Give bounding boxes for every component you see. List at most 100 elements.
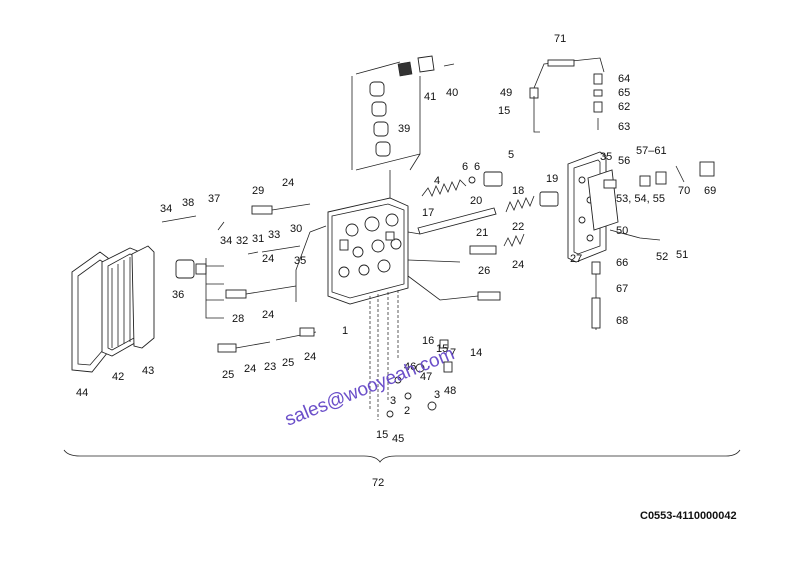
wire-harness-39 <box>351 61 421 171</box>
callout-label: 25 <box>282 357 294 369</box>
spring-22 <box>503 233 525 247</box>
pin-30-37 <box>161 215 301 255</box>
callout-label: 56 <box>618 155 630 167</box>
callout-label: 65 <box>618 87 630 99</box>
callout-label: 51 <box>676 249 688 261</box>
callout-label: 23 <box>264 361 276 373</box>
callout-label: 24 <box>262 309 274 321</box>
callout-label: 15 <box>498 105 510 117</box>
callout-label: 6 <box>462 161 468 173</box>
callout-label: 36 <box>172 289 184 301</box>
leader-lines <box>205 96 661 420</box>
callout-label: 22 <box>512 221 524 233</box>
callout-label: 24 <box>262 253 274 265</box>
small-parts-2-48 <box>386 339 453 418</box>
harness-66-68 <box>591 261 601 330</box>
callout-label: 35 <box>600 151 612 163</box>
brace-72 <box>63 449 741 463</box>
callout-label: 47 <box>420 371 432 383</box>
callout-label: 70 <box>678 185 690 197</box>
plug-5 <box>468 171 503 187</box>
callout-label: 24 <box>512 259 524 271</box>
callout-label: 53, 54, 55 <box>616 193 665 205</box>
callout-label: 46 <box>404 361 416 373</box>
callout-label: 71 <box>554 33 566 45</box>
valve-body-1 <box>327 197 409 305</box>
callout-label: 24 <box>244 363 256 375</box>
callout-label: 15 <box>376 429 388 441</box>
callout-label: 57–61 <box>636 145 667 157</box>
callout-label: 72 <box>372 477 384 489</box>
callout-label: 37 <box>208 193 220 205</box>
callout-label: 1 <box>342 325 348 337</box>
callout-label: 14 <box>470 347 482 359</box>
callout-label: 68 <box>616 315 628 327</box>
callout-label: 43 <box>142 365 154 377</box>
callout-label: 34 <box>220 235 232 247</box>
callout-label: 30 <box>290 223 302 235</box>
callout-label: 62 <box>618 101 630 113</box>
callout-label: 3 <box>390 395 396 407</box>
callout-label: 18 <box>512 185 524 197</box>
callout-label: 7 <box>450 347 456 359</box>
plunger-36 <box>175 259 207 279</box>
callout-label: 16 <box>422 335 434 347</box>
callout-label: 44 <box>76 387 88 399</box>
callout-label: 33 <box>268 229 280 241</box>
tube-71 <box>533 57 605 89</box>
callout-label: 50 <box>616 225 628 237</box>
callout-label: 63 <box>618 121 630 133</box>
drawing-code: C0553-4110000042 <box>640 510 737 522</box>
spring-18 <box>505 195 535 213</box>
callout-label: 35 <box>294 255 306 267</box>
callout-label: 66 <box>616 257 628 269</box>
callout-label: 15 <box>436 343 448 355</box>
callout-labels: 1 2 3 3 4 5 6 6 7 14 15 15 15 16 17 18 1… <box>76 33 716 489</box>
callout-label: 21 <box>476 227 488 239</box>
callout-label: 28 <box>232 313 244 325</box>
callout-label: 31 <box>252 233 264 245</box>
callout-label: 5 <box>508 149 514 161</box>
callout-label: 69 <box>704 185 716 197</box>
callout-label: 19 <box>546 173 558 185</box>
callout-label: 24 <box>282 177 294 189</box>
callout-label: 41 <box>424 91 436 103</box>
gasket-43 <box>131 245 155 349</box>
sensor-41 <box>417 55 435 73</box>
valve-21 <box>469 245 497 255</box>
callout-label: 2 <box>404 405 410 417</box>
callout-label: 49 <box>500 87 512 99</box>
callout-label: 27 <box>570 253 582 265</box>
screw-40 <box>443 63 455 67</box>
callout-label: 64 <box>618 73 630 85</box>
spool-28 <box>225 285 297 299</box>
callout-label: 34 <box>160 203 172 215</box>
callout-label: 39 <box>398 123 410 135</box>
callout-label: 42 <box>112 371 124 383</box>
callout-label: 17 <box>422 207 434 219</box>
callout-label: 48 <box>444 385 456 397</box>
callout-label: 6 <box>474 161 480 173</box>
callout-label: 40 <box>446 87 458 99</box>
callout-label: 38 <box>182 197 194 209</box>
callout-label: 32 <box>236 235 248 247</box>
callout-label: 24 <box>304 351 316 363</box>
callout-label: 20 <box>470 195 482 207</box>
spring-4 <box>421 179 467 197</box>
callout-label: 29 <box>252 185 264 197</box>
spool-19 <box>417 207 497 235</box>
callout-label: 45 <box>392 433 404 445</box>
callout-label: 4 <box>434 175 440 187</box>
small-parts-64-63 <box>529 73 603 130</box>
callout-label: 67 <box>616 283 628 295</box>
valve-26 <box>477 291 501 301</box>
plug-20 <box>539 191 559 207</box>
connector-53-69 <box>603 161 715 189</box>
callout-label: 25 <box>222 369 234 381</box>
spool-25 <box>217 327 317 353</box>
callout-label: 26 <box>478 265 490 277</box>
spool-29 <box>251 203 311 215</box>
filter-screen-42 <box>101 247 141 357</box>
callout-label: 3 <box>434 389 440 401</box>
